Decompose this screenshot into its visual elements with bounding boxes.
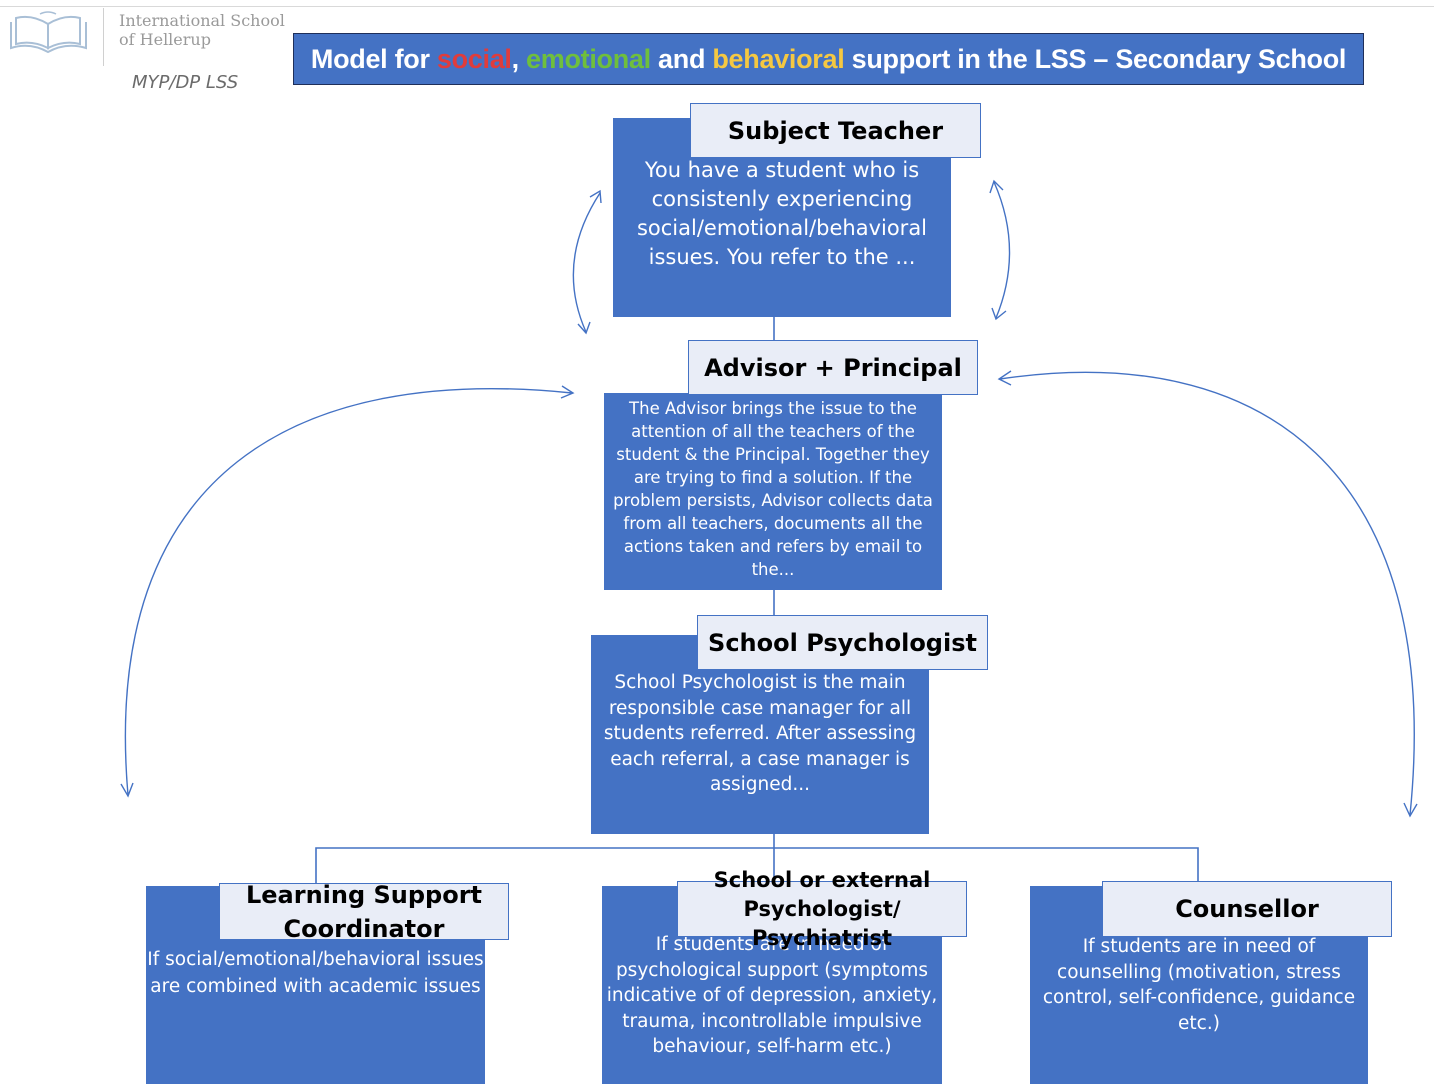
cycle-arrow-right-head-bottom bbox=[991, 307, 1007, 321]
subject-teacher-label: Subject Teacher bbox=[690, 103, 981, 158]
arc-arrow-right-head-top bbox=[997, 370, 1012, 386]
arc-arrow-left bbox=[124, 387, 573, 796]
external-psychologist-label: School or external Psychologist/ Psychia… bbox=[677, 868, 967, 950]
title-sep1: , bbox=[511, 43, 527, 74]
title-behavioral: behavioral bbox=[712, 43, 845, 74]
counsellor-title: Counsellor bbox=[1175, 895, 1319, 923]
advisor-principal-box: The Advisor brings the issue to the atte… bbox=[604, 393, 942, 590]
cycle-arrow-right-head-top bbox=[989, 179, 1004, 194]
program-label: MYP/DP LSS bbox=[132, 72, 239, 93]
external-psychologist-title-line1: School or external bbox=[713, 867, 931, 892]
advisor-principal-title: Advisor + Principal bbox=[704, 353, 962, 382]
learning-support-text-line1: If social/emotional/behavioral issues bbox=[147, 949, 484, 970]
cycle-arrow-right bbox=[993, 181, 1011, 319]
cycle-arrow-left-head-top bbox=[589, 189, 602, 204]
connector-branch-bar bbox=[315, 847, 1199, 883]
logo-divider bbox=[103, 8, 104, 66]
title-emotional: emotional bbox=[526, 43, 651, 74]
page-title: Model for social, emotional and behavior… bbox=[293, 33, 1364, 85]
learning-support-title-line1: Learning Support bbox=[245, 880, 483, 909]
learning-support-text-line2: are combined with academic issues bbox=[150, 976, 481, 997]
title-social: social bbox=[436, 43, 512, 74]
school-logo-text: International School of Hellerup bbox=[119, 11, 285, 49]
open-book-icon bbox=[10, 11, 87, 54]
advisor-principal-text: The Advisor brings the issue to the atte… bbox=[613, 399, 933, 579]
cycle-arrow-left bbox=[572, 192, 601, 333]
school-name-line2: of Hellerup bbox=[119, 30, 211, 49]
external-psychologist-title-line2: Psychologist/ Psychiatrist bbox=[743, 896, 901, 950]
arc-arrow-right bbox=[999, 371, 1415, 816]
school-psychologist-title: School Psychologist bbox=[708, 628, 977, 657]
learning-support-title-line2: Coordinator bbox=[283, 914, 445, 943]
advisor-principal-label: Advisor + Principal bbox=[688, 340, 978, 395]
subject-teacher-title: Subject Teacher bbox=[727, 116, 944, 145]
subject-teacher-text: You have a student who is consistenly ex… bbox=[636, 158, 928, 269]
learning-support-label: Learning Support Coordinator bbox=[219, 881, 509, 943]
counsellor-label: Counsellor bbox=[1102, 881, 1392, 937]
title-sep2: and bbox=[650, 43, 713, 74]
top-divider-line bbox=[0, 6, 1434, 7]
school-name-line1: International School bbox=[119, 11, 285, 30]
cycle-arrow-left-head-bottom bbox=[577, 321, 591, 335]
title-part1: Model for bbox=[310, 43, 437, 74]
title-part2: support in the LSS – Secondary School bbox=[844, 43, 1347, 74]
school-psychologist-text: School Psychologist is the main responsi… bbox=[603, 672, 917, 795]
counsellor-text: If students are in need of counselling (… bbox=[1042, 936, 1356, 1034]
arc-arrow-left-head-top bbox=[560, 385, 575, 399]
arc-arrow-left-head-bottom bbox=[120, 782, 134, 798]
arc-arrow-right-head-bottom bbox=[1403, 802, 1418, 818]
external-psychologist-text: If students are in need of psychological… bbox=[606, 934, 938, 1057]
school-psychologist-label: School Psychologist bbox=[697, 615, 988, 670]
